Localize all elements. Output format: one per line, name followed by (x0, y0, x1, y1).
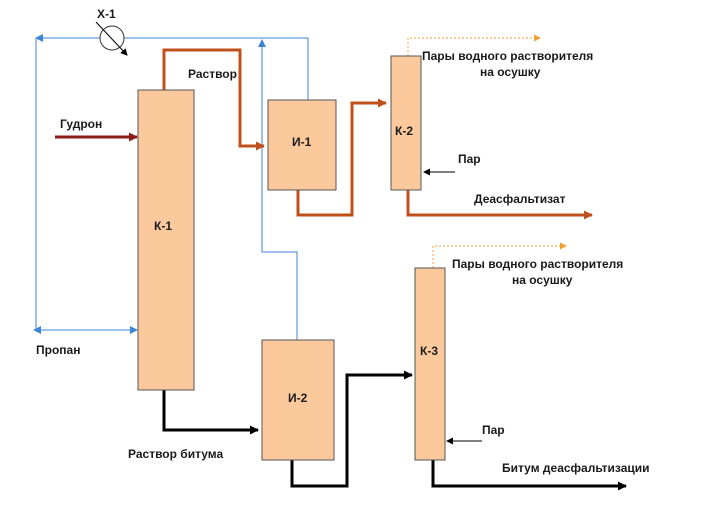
k2-label: К-2 (395, 124, 413, 138)
heat-exchanger-x1 (95, 21, 128, 56)
solution-line-k1-i1 (162, 48, 265, 151)
deasphaltizate-line (406, 190, 593, 220)
column-k1: К-1 (137, 89, 195, 391)
evaporator-i1: И-1 (267, 99, 337, 191)
par1-label: Пар (458, 152, 481, 166)
k3-body (414, 267, 446, 461)
bitum-label: Битум деасфальтизации (502, 461, 650, 475)
gudron-label: Гудрон (60, 117, 102, 131)
k2-body (390, 55, 422, 191)
par2-label: Пар (482, 423, 505, 437)
k1-body (137, 89, 195, 391)
rastvor-label: Раствор (188, 67, 237, 81)
solution-line-i1-k2 (296, 98, 387, 217)
bitumen-outlet-line (431, 460, 627, 491)
k1-label: К-1 (154, 219, 172, 233)
k3-label: К-3 (420, 344, 438, 358)
evaporator-i2: И-2 (261, 339, 335, 461)
vapor-line-k3 (432, 242, 567, 268)
column-k2: К-2 (390, 55, 422, 191)
propan-label: Пропан (36, 343, 80, 357)
x1-label: Х-1 (97, 7, 116, 21)
rastvor-bituma-label: Раствор битума (128, 447, 223, 461)
i1-body (267, 99, 337, 191)
bitumen-i2-k3-line (290, 370, 413, 488)
deasfaltizat-label: Деасфальтизат (474, 192, 566, 206)
column-k3: К-3 (414, 267, 446, 461)
pary2-line1-label: Пары водного растворителя (452, 257, 623, 271)
pary2-line2-label: на осушку (512, 273, 573, 287)
x1-diagonal-icon (95, 21, 128, 56)
i2-label: И-2 (288, 391, 308, 405)
vapor-line-k2 (407, 34, 541, 56)
i1-label: И-1 (292, 135, 312, 149)
pary1-line1-label: Пары водного растворителя (422, 49, 593, 63)
pary1-line2-label: на осушку (480, 65, 541, 79)
bitumen-solution-line (162, 390, 259, 435)
i2-body (261, 339, 335, 461)
